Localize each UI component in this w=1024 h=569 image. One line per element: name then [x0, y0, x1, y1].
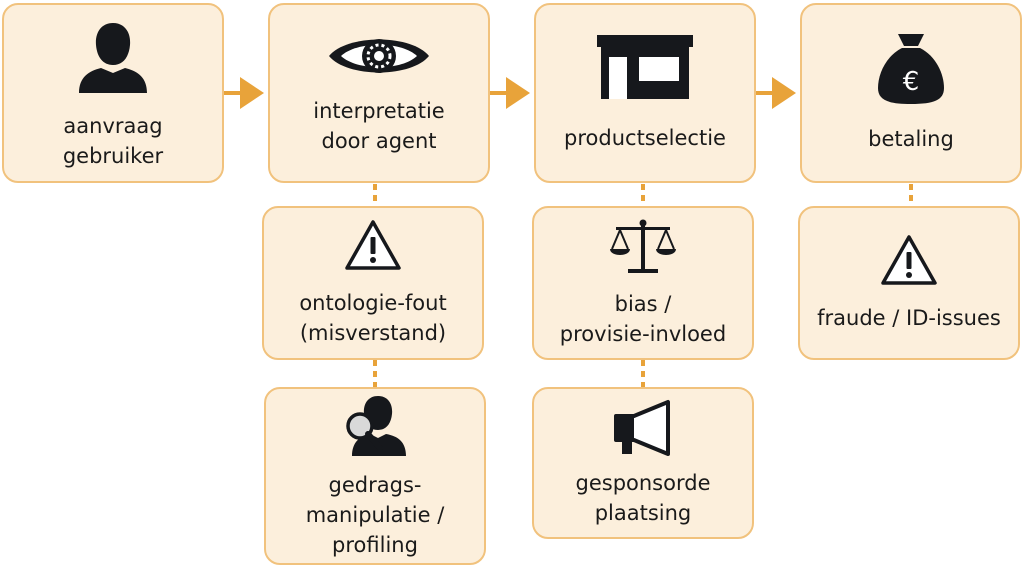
user-silhouette-icon — [79, 23, 147, 93]
risk-behavior-manipulation-label: gedrags- manipulatie / profiling — [305, 473, 445, 557]
step-payment: € betaling — [800, 3, 1022, 183]
risk-fraud-label: fraude / ID-issues — [817, 306, 1001, 330]
storefront-icon — [597, 35, 693, 99]
risk-fraud: fraude / ID-issues — [798, 206, 1020, 360]
money-bag-euro-icon: € — [878, 34, 944, 104]
scales-icon — [610, 219, 676, 273]
step-request: aanvraag gebruiker — [2, 3, 224, 183]
risk-sponsored-placement: gesponsorde plaatsing — [532, 387, 754, 539]
risk-ontology-error: ontologie-fout (misverstand) — [262, 206, 484, 360]
risk-bias: bias / provisie-invloed — [532, 206, 754, 360]
warning-icon — [881, 235, 937, 285]
warning-icon — [345, 220, 401, 270]
svg-text:€: € — [903, 67, 920, 97]
risk-behavior-manipulation: gedrags- manipulatie / profiling — [264, 387, 486, 565]
step-interpretation: interpretatie door agent — [268, 3, 490, 183]
step-request-label: aanvraag gebruiker — [62, 114, 164, 168]
eye-icon — [329, 39, 429, 73]
risk-sponsored-placement-label: gesponsorde plaatsing — [575, 471, 711, 525]
step-payment-label: betaling — [868, 127, 954, 151]
step-interpretation-label: interpretatie door agent — [313, 99, 445, 153]
user-magnifier-icon — [346, 396, 406, 456]
risk-ontology-error-label: ontologie-fout (misverstand) — [299, 291, 447, 345]
megaphone-icon — [614, 400, 670, 456]
step-product-selection-label: productselectie — [564, 126, 726, 150]
risk-bias-label: bias / provisie-invloed — [559, 292, 727, 346]
step-product-selection: productselectie — [534, 3, 756, 183]
